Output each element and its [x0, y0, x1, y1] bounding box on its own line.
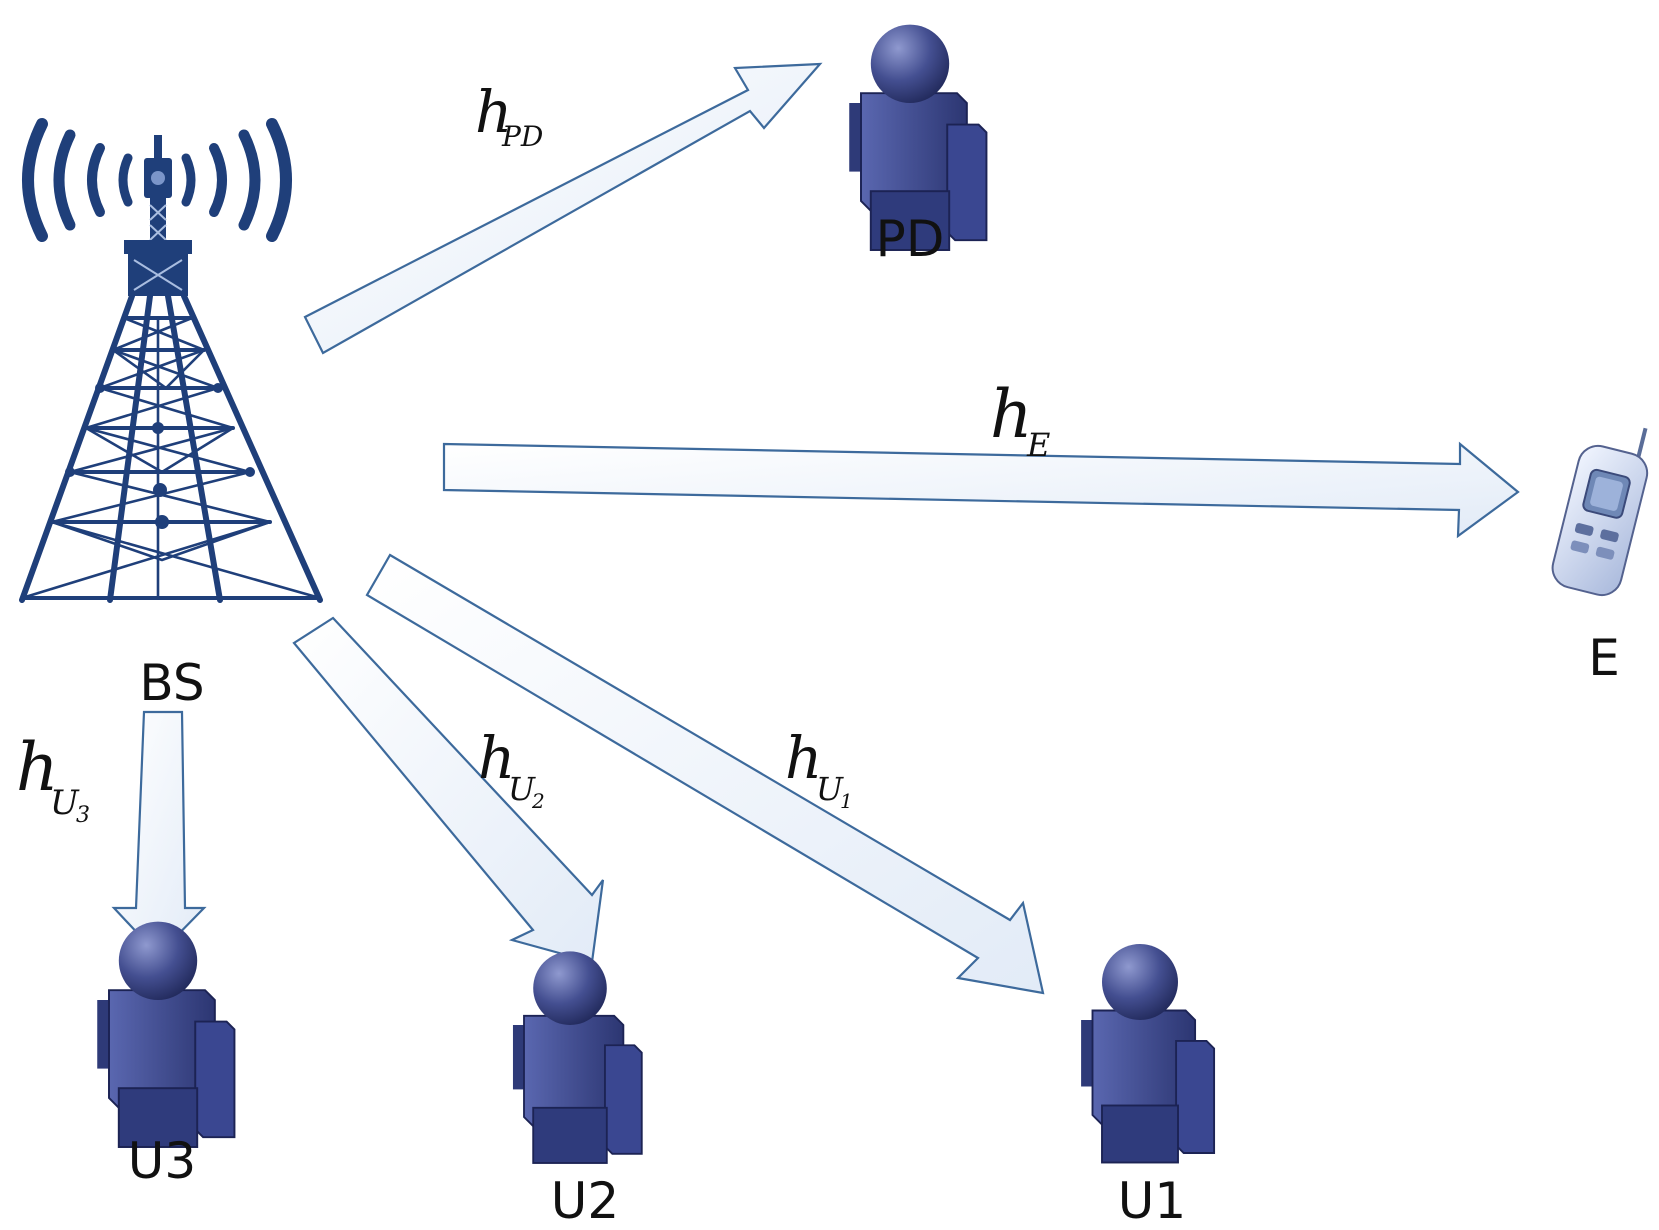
channel-label-e: h E: [990, 376, 1050, 464]
channel-u1-subsub: 1: [840, 789, 853, 813]
channel-label-pd: h PD: [475, 78, 543, 153]
node-label-bs: BS: [139, 654, 204, 712]
channel-u1-sub: U: [816, 770, 844, 808]
cell-tower-icon: [19, 118, 323, 603]
person-icon: [512, 950, 643, 1164]
channel-u1-main: h: [785, 724, 822, 792]
node-label-u2: U2: [551, 1172, 619, 1230]
arrow-bs-to-e: [442, 441, 1520, 539]
channel-u2-main: h: [478, 724, 515, 792]
mobile-phone-icon: [1551, 427, 1649, 597]
channel-pd-sub: PD: [501, 120, 543, 153]
arrow-bs-to-pd: [303, 62, 823, 355]
channel-u2-subsub: 2: [531, 789, 545, 813]
arrow-bs-to-u1: [365, 553, 1045, 995]
arrow-bs-to-u3: [111, 710, 207, 957]
channel-e-sub: E: [1026, 426, 1050, 464]
channel-pd-main: h: [475, 78, 512, 146]
node-label-e: E: [1588, 629, 1620, 687]
node-label-u1: U1: [1118, 1172, 1186, 1230]
arrow-bs-to-u2: [292, 616, 605, 964]
channel-u2-sub: U: [508, 770, 536, 808]
node-label-pd: PD: [876, 210, 945, 268]
channel-u3-subsub: 3: [76, 803, 90, 828]
channel-label-u3: h U 3: [16, 729, 90, 828]
person-icon: [1080, 943, 1216, 1164]
node-label-u3: U3: [128, 1132, 196, 1190]
channel-u3-sub: U: [50, 783, 80, 823]
channel-label-u2: h U 2: [478, 724, 545, 813]
person-icon: [96, 920, 236, 1148]
channel-label-u1: h U 1: [785, 724, 853, 813]
channel-u3-main: h: [16, 729, 59, 806]
channel-e-main: h: [990, 376, 1033, 453]
